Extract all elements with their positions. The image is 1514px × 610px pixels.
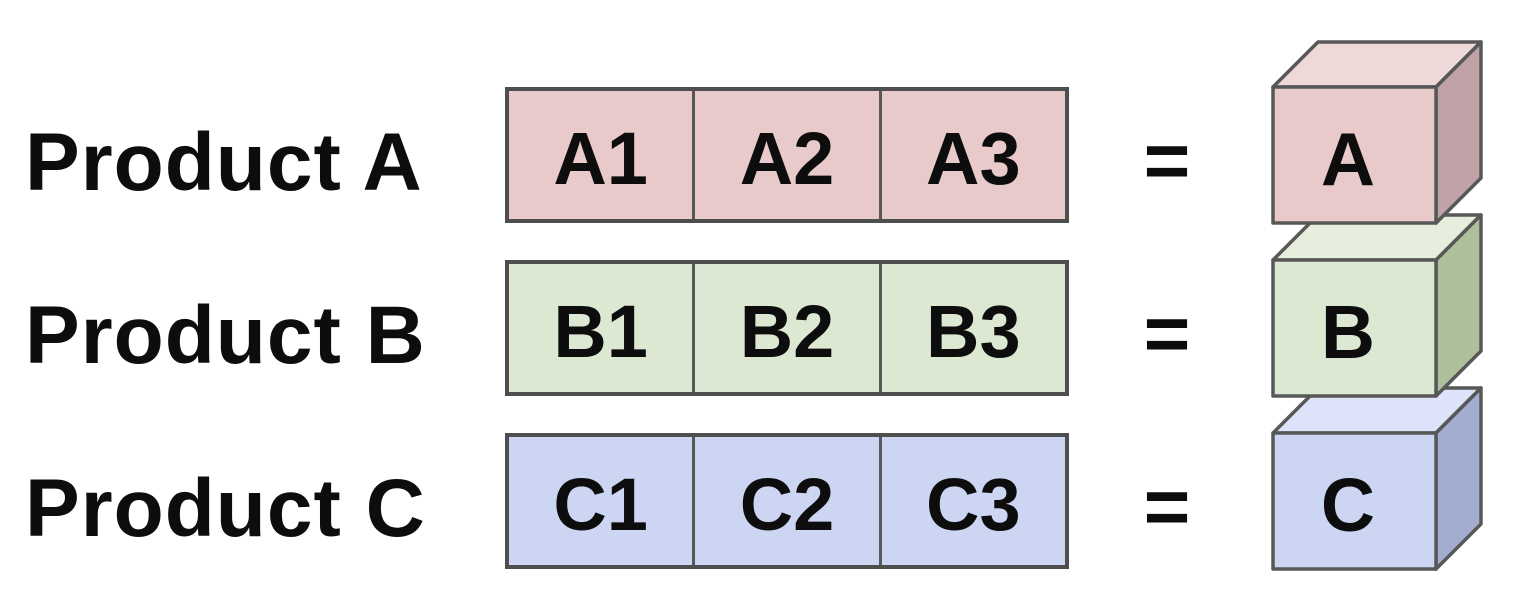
cell-c1: C1	[509, 437, 693, 565]
cell-strip: A1 A2 A3	[505, 87, 1069, 223]
cell-strip: C1 C2 C3	[505, 433, 1069, 569]
product-row-a: Product A A1 A2 A3 = A	[0, 40, 1514, 225]
cell-c3: C3	[878, 437, 1065, 565]
cell-a1: A1	[509, 91, 693, 219]
cube-front-face	[1271, 431, 1438, 571]
cube-front-face	[1271, 258, 1438, 398]
cell-b2: B2	[692, 264, 879, 392]
cell-b1: B1	[509, 264, 693, 392]
cell-strip: B1 B2 B3	[505, 260, 1069, 396]
equals-sign: =	[1143, 462, 1191, 551]
cell-c2: C2	[692, 437, 879, 565]
cube-label: B	[1321, 290, 1375, 374]
equals-sign: =	[1143, 116, 1191, 205]
cube-label: C	[1321, 463, 1375, 547]
product-row-c: Product C C1 C2 C3 = C	[0, 386, 1514, 571]
cube-c: C	[1271, 386, 1483, 571]
cube-label: A	[1321, 117, 1375, 201]
cell-a3: A3	[878, 91, 1065, 219]
row-label: Product C	[25, 463, 426, 554]
row-label: Product B	[25, 290, 426, 381]
cell-a2: A2	[692, 91, 879, 219]
product-row-b: Product B B1 B2 B3 = B	[0, 213, 1514, 398]
cube-front-face	[1271, 85, 1438, 225]
cube-a: A	[1271, 40, 1483, 225]
row-label: Product A	[25, 117, 423, 208]
cell-b3: B3	[878, 264, 1065, 392]
cube-b: B	[1271, 213, 1483, 398]
equals-sign: =	[1143, 289, 1191, 378]
